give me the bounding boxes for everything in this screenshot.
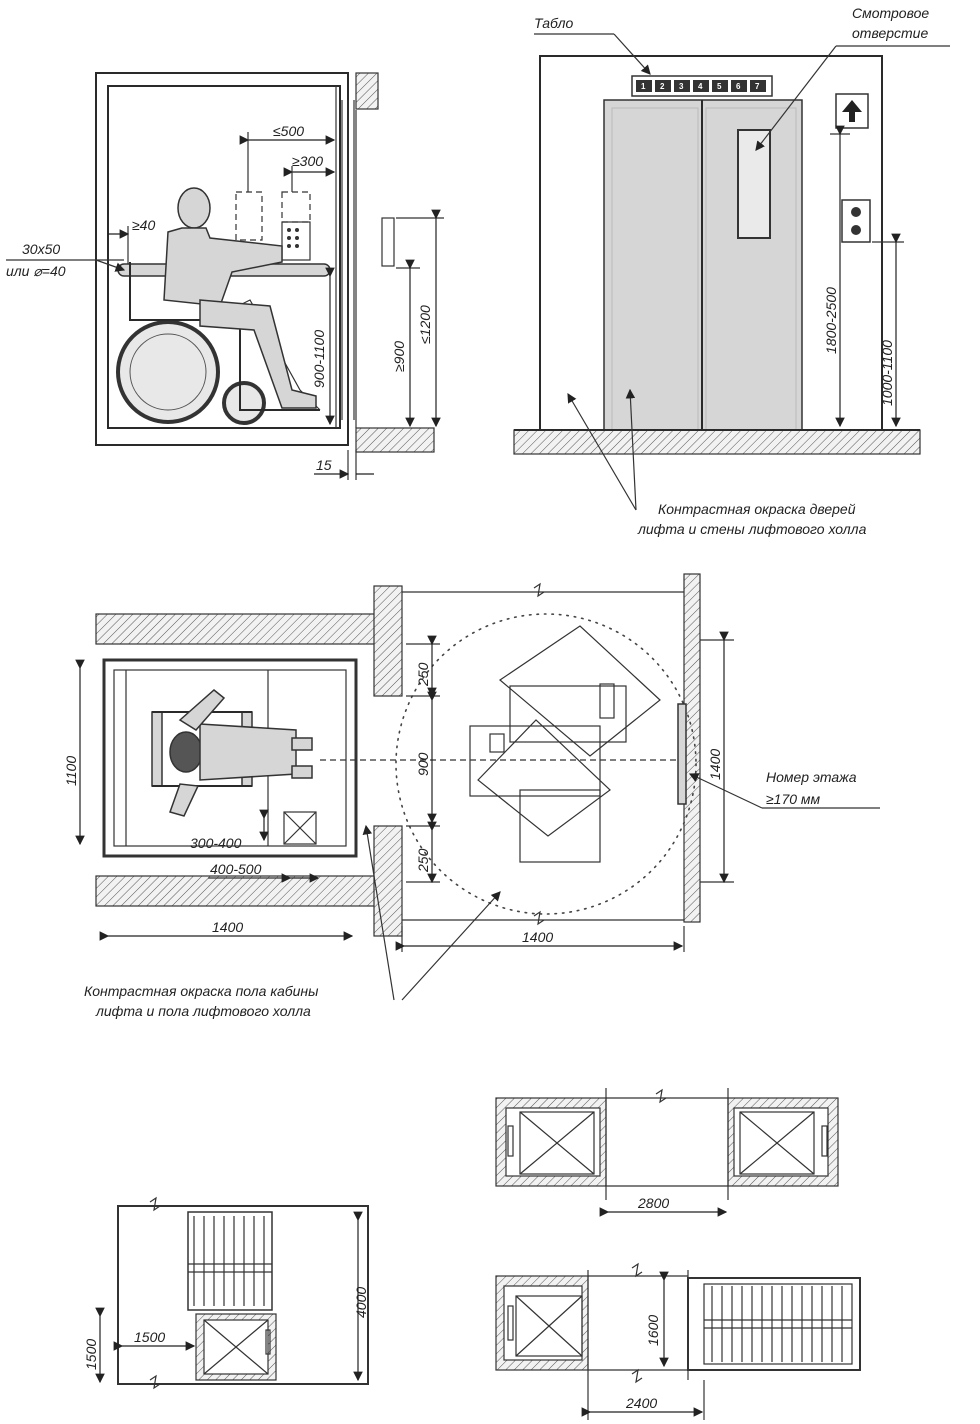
dim-1600-label: 1600 (645, 1315, 661, 1346)
floor-indicator-cell (693, 80, 709, 92)
lift-and-stair-plan-right: 1600 2400 (495, 1262, 861, 1420)
cabin-section-dimensions: ≤500 ≥300 ≥40 900-1100 ≥900 ≤1200 15 (108, 123, 444, 480)
dim-1400-right-label: 1400 (707, 749, 723, 780)
dim-300-400-label: 300-400 (190, 835, 242, 851)
floor-number-label-2: ≥170 мм (766, 791, 821, 807)
contrast-floor-label-1: Контрастная окраска пола кабины (84, 983, 319, 999)
floor-indicator-cell (712, 80, 728, 92)
dim-le1200-label: ≤1200 (417, 305, 433, 344)
dim-15-label: 15 (316, 457, 332, 473)
wheelchair-user-figure (116, 187, 321, 425)
dim-le500-label: ≤500 (273, 123, 304, 139)
plan-dimensions: 1100 250 900 250 1400 300-400 400-500 14… (63, 631, 734, 952)
dim-400-500-label: 400-500 (210, 861, 262, 877)
cabin-plan-view: 1100 250 900 250 1400 300-400 400-500 14… (63, 573, 880, 1019)
dim-1500-width-label: 1500 (134, 1329, 165, 1345)
control-panel-buttons (287, 228, 299, 248)
floor-number-label-1: Номер этажа (766, 769, 857, 785)
view-hole-label-1: Смотровое (852, 5, 929, 21)
floor-indicator-cell (636, 80, 652, 92)
dim-1400-hall-label: 1400 (522, 929, 553, 945)
floor-indicator-cell (674, 80, 690, 92)
dim-250-bottom-label: 250 (415, 848, 431, 873)
floor-indicator-board: 1 2 3 4 5 6 7 (631, 75, 773, 97)
dim-ge300-label: ≥300 (292, 153, 323, 169)
floor-indicator-number: 4 (698, 82, 703, 91)
dim-1500-height-label: 1500 (83, 1339, 99, 1370)
floor-indicator-number: 1 (641, 82, 646, 91)
dim-1400-cabin-label: 1400 (212, 919, 243, 935)
dim-250-top-label: 250 (415, 662, 431, 687)
floor-indicator-number: 6 (736, 82, 741, 91)
elevator-door-elevation: 1 2 3 4 5 6 7 1800-2500 1000-1100 Табло Смотро… (513, 5, 950, 537)
dim-1100-label: 1100 (63, 756, 79, 786)
contrast-doors-label-2: лифта и стены лифтового холла (637, 521, 867, 537)
dim-ge900-label: ≥900 (391, 341, 407, 372)
handrail-diameter-label: или ⌀=40 (6, 263, 66, 279)
view-hole-label-2: отверстие (852, 25, 928, 41)
turning-wheelchair-outlines (469, 625, 661, 863)
floor-indicator-number: 5 (717, 82, 722, 91)
dim-ge40-label: ≥40 (132, 217, 155, 233)
dim-2800-label: 2800 (637, 1195, 669, 1211)
dim-2400-label: 2400 (625, 1395, 657, 1411)
stair-and-lift-plan-left: 4000 1500 1500 (83, 1196, 369, 1390)
dim-1000-1100-label: 1000-1100 (879, 340, 895, 406)
contrast-doors-label-1: Контрастная окраска дверей (658, 501, 856, 517)
handrail-size-label: 30х50 (22, 241, 60, 257)
cabin-section-view: ≤500 ≥300 ≥40 900-1100 ≥900 ≤1200 15 30х… (6, 72, 444, 480)
dim-900-1100-label: 900-1100 (311, 330, 327, 388)
view-hole (737, 129, 771, 239)
floor-indicator-number: 3 (679, 82, 684, 91)
floor-number-sign (677, 703, 687, 805)
floor-indicator-cell (655, 80, 671, 92)
indicator-board-label: Табло (534, 15, 573, 31)
floor-indicator-number: 2 (660, 82, 665, 91)
floor-indicator-cell (731, 80, 747, 92)
contrast-floor-label-2: лифта и пола лифтового холла (95, 1003, 311, 1019)
wheelchair-plan-figure (151, 689, 313, 817)
two-lifts-facing-plan: 2800 (495, 1088, 839, 1217)
dim-4000-label: 4000 (353, 1287, 369, 1318)
cabin-control-panel (283, 811, 317, 845)
dim-900-label: 900 (415, 752, 431, 776)
floor-indicator-number: 7 (755, 82, 760, 91)
call-button-icon (841, 199, 871, 243)
dim-1800-2500-label: 1800-2500 (823, 287, 839, 354)
floor-indicator-cell (750, 80, 766, 92)
